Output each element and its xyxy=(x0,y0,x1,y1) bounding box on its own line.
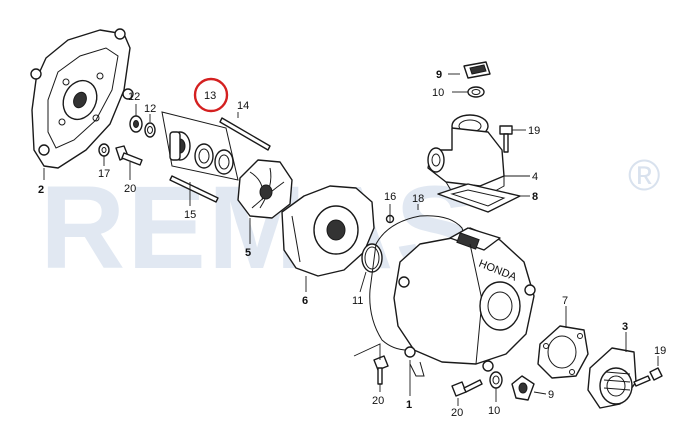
part-bolt-top xyxy=(499,125,513,153)
callout-labels: 2 1 3 4 5 6 7 8 9 9 10 10 11 12 12 13 14… xyxy=(38,69,666,419)
part-washer-bottom xyxy=(489,371,503,389)
callout-19-top: 19 xyxy=(528,125,540,137)
part-stud-upper xyxy=(219,117,271,151)
callout-14: 14 xyxy=(237,100,249,112)
part-bolt-bottom-center xyxy=(451,379,483,397)
part-inlet-joint xyxy=(587,347,637,409)
callout-10-top: 10 xyxy=(432,87,444,99)
part-outlet-elbow xyxy=(427,114,505,197)
callout-20-bottom-left: 20 xyxy=(372,395,384,407)
callout-5: 5 xyxy=(245,247,251,259)
callout-19-right: 19 xyxy=(654,345,666,357)
callout-17: 17 xyxy=(98,168,110,180)
part-washer-top xyxy=(467,86,485,98)
part-washer-left xyxy=(98,143,110,157)
callout-3: 3 xyxy=(622,321,628,333)
callout-7: 7 xyxy=(562,295,568,307)
callout-20-left: 20 xyxy=(124,183,136,195)
callout-9-top: 9 xyxy=(436,69,442,81)
callout-18: 18 xyxy=(412,193,424,205)
callout-4: 4 xyxy=(532,171,538,183)
part-o-ring xyxy=(361,243,383,273)
callout-10-bottom: 10 xyxy=(488,405,500,417)
leader-lines xyxy=(43,73,659,406)
callout-1: 2 xyxy=(38,184,44,196)
part-plug-bottom xyxy=(511,375,535,401)
part-impeller xyxy=(237,159,293,219)
callout-12-inner: 12 xyxy=(144,103,156,115)
callout-16: 16 xyxy=(384,191,396,203)
part-bolt-left xyxy=(115,145,143,166)
part-bolt-right xyxy=(633,367,663,387)
part-bolt-bottom-left xyxy=(373,355,389,385)
part-seal-ring-outer xyxy=(129,115,143,133)
callout-20-bottom-center: 20 xyxy=(451,407,463,419)
part-mechanical-seal xyxy=(161,111,239,181)
callout-12-outer: 12 xyxy=(128,91,140,103)
callout-9-bottom: 9 xyxy=(548,389,554,401)
part-volute-case xyxy=(281,185,375,277)
part-stud-lower xyxy=(169,175,219,203)
part-pump-casing: HONDA xyxy=(393,227,536,377)
part-seal-ring-inner xyxy=(144,122,156,138)
callout-13: 13 xyxy=(204,90,216,102)
highlight-circle-13 xyxy=(193,77,229,113)
watermark-registered-mark: ® xyxy=(628,151,660,200)
callout-2: 1 xyxy=(406,399,412,411)
callout-6: 6 xyxy=(302,295,308,307)
part-plug-top xyxy=(463,61,491,79)
callout-11: 11 xyxy=(352,295,363,307)
callout-8: 8 xyxy=(532,191,538,203)
part-inlet-gasket xyxy=(537,325,589,379)
callout-15: 15 xyxy=(184,209,196,221)
part-rear-cover xyxy=(30,28,134,169)
